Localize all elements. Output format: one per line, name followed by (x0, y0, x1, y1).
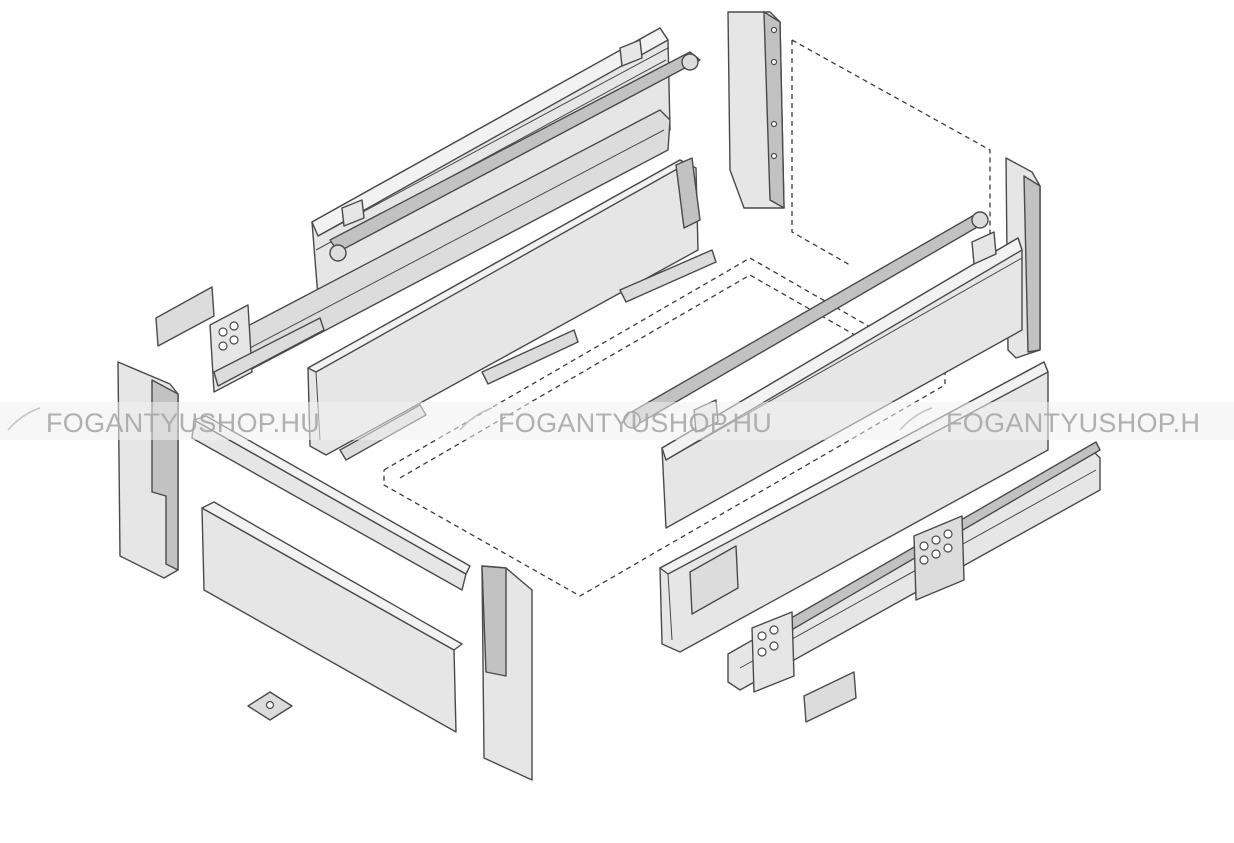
rear-upright-left (727, 11, 785, 209)
right-runner-slide (727, 441, 1101, 693)
watermark: FOGANTYUSHOP.HU FOGANTYUSHOP.HU FOGANTYU… (0, 402, 1234, 440)
front-upright-right (481, 565, 533, 781)
front-upright-left (117, 361, 179, 579)
watermark-text-1: FOGANTYUSHOP.HU (46, 408, 320, 438)
watermark-text-2: FOGANTYUSHOP.HU (498, 408, 772, 438)
cover-cap-right (803, 671, 857, 723)
left-side-panel-rear (239, 27, 701, 371)
clip-bracket (247, 691, 293, 721)
cover-cap-left (155, 286, 215, 347)
left-rear-bracket (209, 304, 325, 393)
watermark-text-3: FOGANTYUSHOP.H (946, 408, 1200, 438)
front-panel (201, 501, 463, 733)
